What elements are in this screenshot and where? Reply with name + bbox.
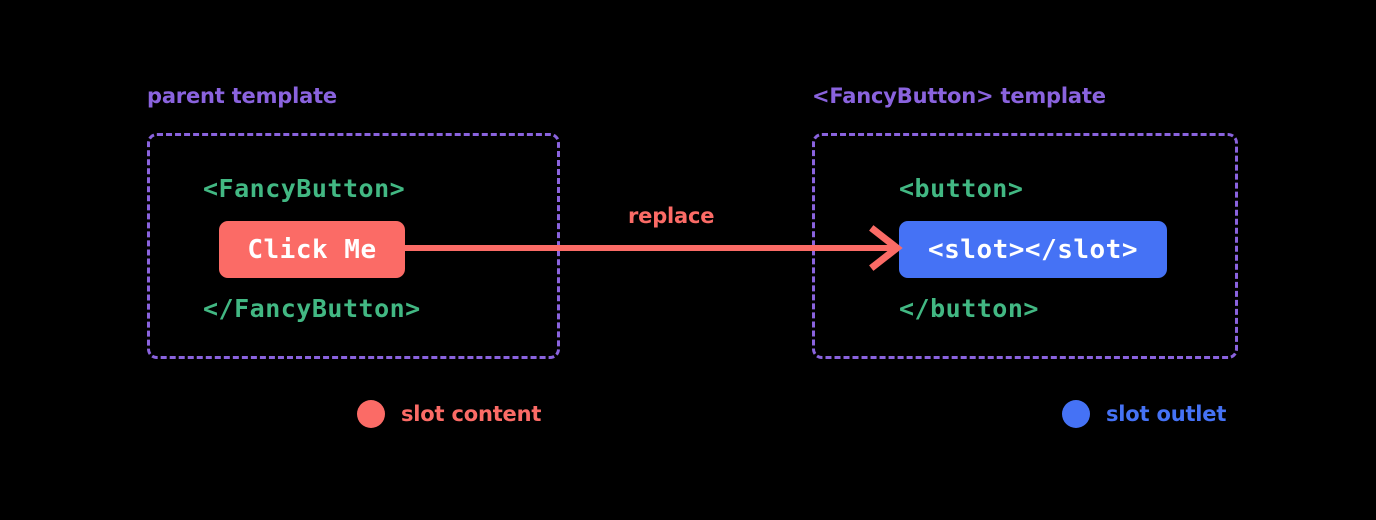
panel-title-fancybutton-template: <FancyButton> template (812, 84, 1106, 108)
legend-item-slot-content: slot content (357, 400, 541, 428)
arrow-label-replace: replace (628, 204, 715, 228)
code-tag-fancybutton-open: <FancyButton> (203, 174, 406, 203)
circle-icon (357, 400, 385, 428)
code-tag-button-open: <button> (899, 174, 1024, 203)
panel-title-parent-template: parent template (147, 84, 337, 108)
legend-label-slot-outlet: slot outlet (1106, 402, 1227, 426)
legend-item-slot-outlet: slot outlet (1062, 400, 1226, 428)
code-tag-button-close: </button> (899, 294, 1039, 323)
legend-label-slot-content: slot content (401, 402, 542, 426)
chip-slot-content-click-me[interactable]: Click Me (219, 221, 405, 278)
chip-slot-outlet[interactable]: <slot></slot> (899, 221, 1167, 278)
arrow-right-icon (398, 225, 903, 271)
code-tag-fancybutton-close: </FancyButton> (203, 294, 421, 323)
circle-icon (1062, 400, 1090, 428)
